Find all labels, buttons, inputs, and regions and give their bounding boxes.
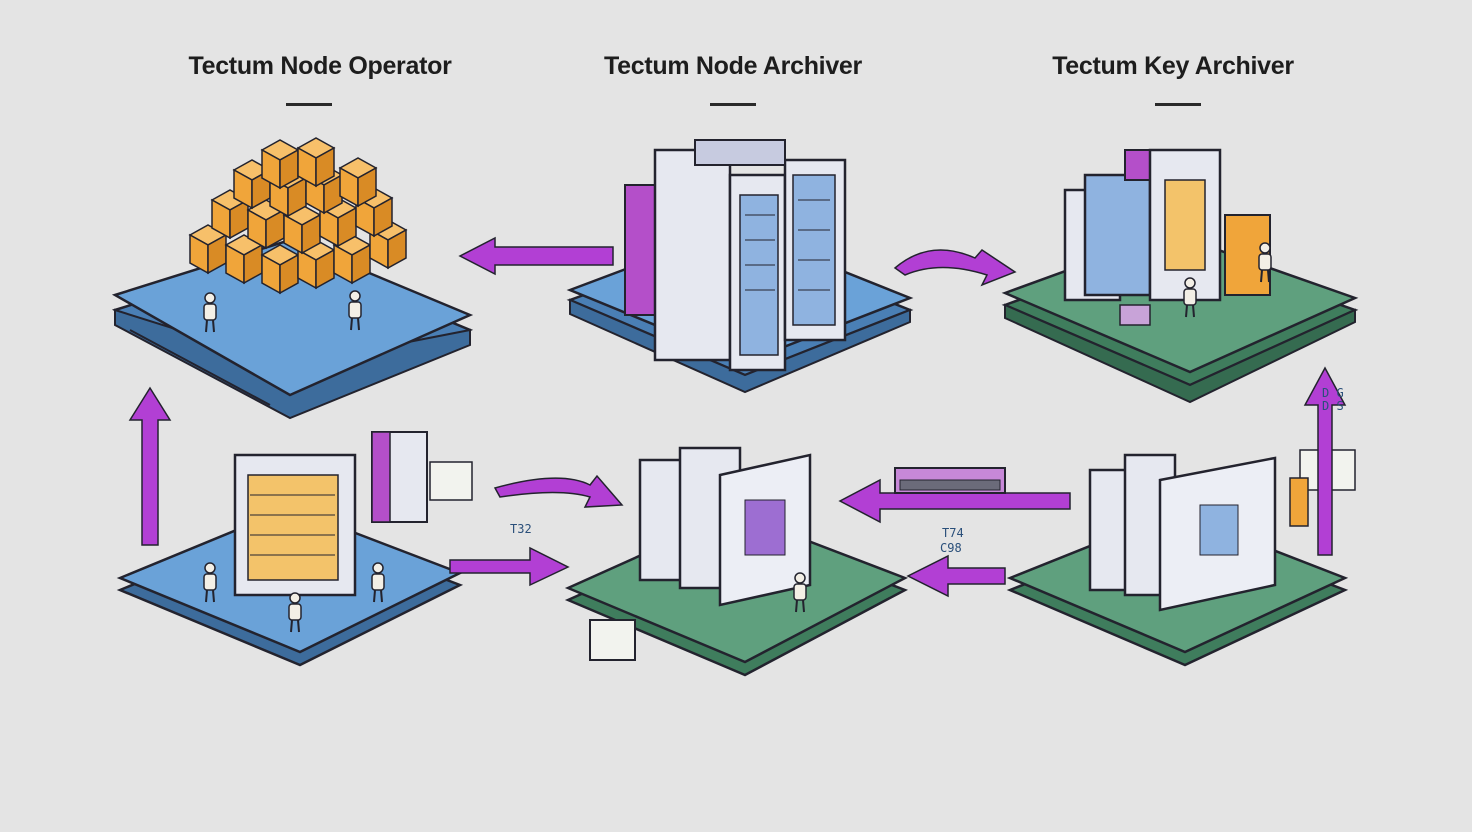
- key-storage-server: [1088, 449, 1356, 612]
- arrow-archiver-to-operator: [458, 236, 614, 276]
- flow-arrows: [128, 236, 1347, 598]
- title-key-archiver: Tectum Key Archiver: [1052, 52, 1294, 80]
- central-archive-server: [589, 446, 812, 661]
- arrow-up-to-operator: [128, 386, 172, 546]
- archive-server-racks: [624, 139, 847, 372]
- flow-label: C98: [940, 541, 962, 555]
- title-underline: [710, 103, 756, 106]
- side-tag: D S: [1322, 399, 1344, 413]
- storage-server-tower: [233, 431, 473, 597]
- arrow-archiver-to-key-archiver: [893, 249, 1017, 287]
- arrow-key-to-central: [838, 478, 1071, 524]
- flow-label: T74: [942, 526, 964, 540]
- network-cable-bundle: [894, 467, 1006, 494]
- arrow-to-central-server: [493, 474, 624, 508]
- side-tag: D G: [1322, 386, 1344, 400]
- arrow-to-central-server: [449, 546, 570, 587]
- title-underline: [286, 103, 332, 106]
- flow-label: T32: [510, 522, 532, 536]
- arrow-key-to-central: [906, 554, 1006, 598]
- title-node-archiver: Tectum Node Archiver: [604, 52, 862, 80]
- key-archive-servers: [1063, 148, 1271, 326]
- title-underline: [1155, 103, 1201, 106]
- arrow-up-to-key-archiver: [1303, 366, 1347, 556]
- title-node-operator: Tectum Node Operator: [188, 52, 452, 80]
